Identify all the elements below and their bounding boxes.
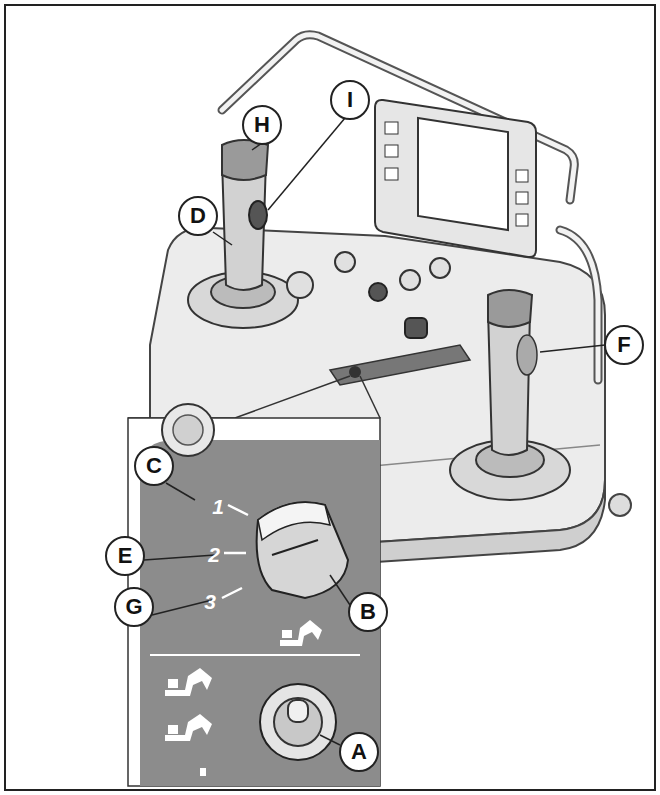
leader-lines — [144, 118, 605, 745]
callout-letter: I — [347, 89, 353, 111]
knob — [162, 404, 214, 456]
divider — [150, 654, 360, 656]
knob — [287, 272, 313, 298]
dial-top — [258, 502, 330, 540]
excavator-icon — [165, 668, 212, 696]
display-button — [385, 145, 398, 157]
knob — [430, 258, 450, 278]
callout-letter: E — [118, 545, 133, 567]
callout-letter: G — [125, 596, 142, 618]
dial-position-number: 3 — [204, 591, 216, 612]
dial-ticks — [222, 505, 248, 598]
switch-inner — [274, 698, 322, 746]
callout-letter: D — [190, 205, 206, 227]
rear-socket — [609, 494, 631, 516]
inset-frame — [128, 418, 380, 786]
inset-panel — [140, 440, 380, 786]
display-button — [516, 214, 528, 226]
display-screen — [418, 118, 508, 230]
display-button — [516, 170, 528, 182]
callout-letter: B — [360, 601, 376, 623]
switch — [405, 318, 427, 338]
excavator-icon — [280, 620, 322, 646]
frame — [5, 5, 655, 790]
knob — [335, 252, 355, 272]
joystick-cap — [222, 140, 268, 180]
switch-panel — [330, 345, 470, 385]
excavator-icon — [165, 714, 212, 741]
callout-letter: F — [617, 334, 630, 356]
knob — [400, 270, 420, 290]
knob-top — [173, 415, 203, 445]
inset-pointer — [128, 376, 350, 418]
callout-letter: C — [146, 455, 162, 477]
display-button — [385, 122, 398, 134]
grip-pad — [517, 335, 537, 375]
display-button — [385, 168, 398, 180]
callout-circles — [106, 81, 643, 771]
thumb-wheel — [249, 201, 267, 229]
switch-toggle — [288, 700, 308, 722]
inset-pointer — [360, 376, 380, 418]
switch — [369, 283, 387, 301]
callout-letter: A — [351, 741, 367, 763]
display-button — [516, 192, 528, 204]
side-handle — [560, 230, 598, 380]
indicator — [200, 768, 206, 776]
dial-position-number: 1 — [212, 496, 224, 517]
callout-letter: H — [254, 114, 270, 136]
joystick-cap — [488, 290, 532, 327]
mode-dial — [257, 502, 348, 598]
panel-spot — [349, 366, 361, 378]
mode-switch — [260, 684, 336, 760]
dial-position-number: 2 — [208, 544, 220, 565]
dial-pointer — [272, 540, 318, 555]
display-housing — [375, 100, 536, 257]
side-handle-highlight — [560, 230, 598, 380]
